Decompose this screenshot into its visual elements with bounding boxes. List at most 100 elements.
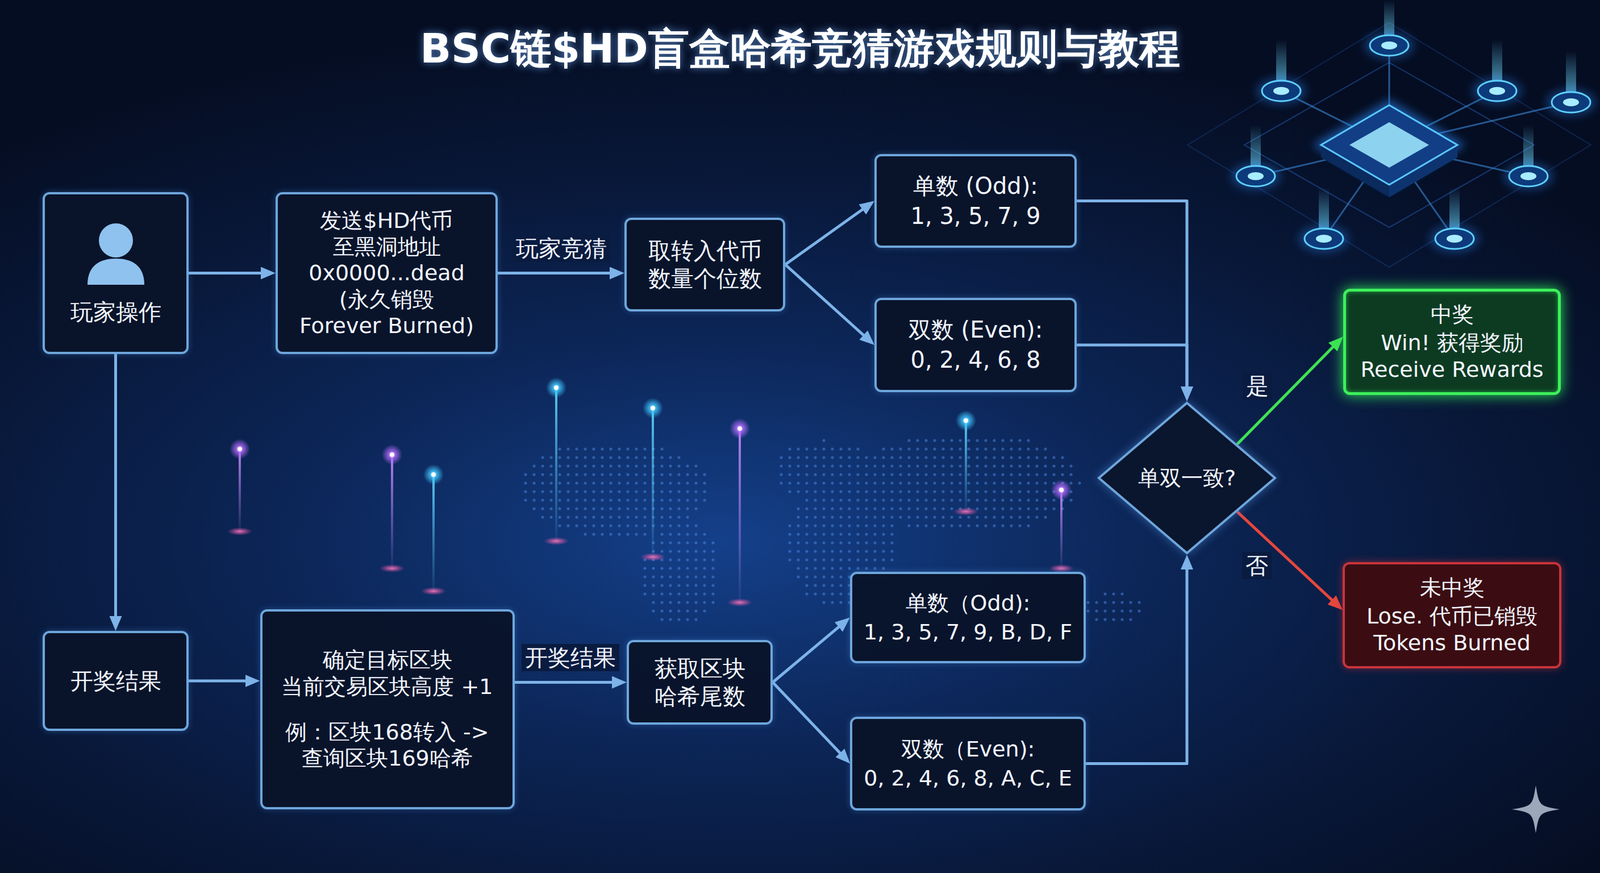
map-dot: [984, 481, 987, 485]
map-dot: [1103, 617, 1107, 621]
map-dot: [864, 498, 868, 502]
map-dot: [856, 489, 860, 493]
map-dot: [1043, 498, 1047, 502]
map-dot: [668, 523, 672, 527]
map-dot: [822, 566, 825, 570]
map-dot: [813, 506, 817, 510]
map-dot: [600, 523, 604, 527]
map-dot: [864, 506, 868, 510]
map-dot: [634, 523, 638, 527]
map-dot: [839, 498, 843, 502]
map-dot: [873, 498, 877, 502]
map-dot: [1035, 515, 1039, 519]
map-dot: [694, 600, 698, 604]
pillar-glow: [955, 410, 977, 431]
map-dot: [950, 489, 953, 493]
map-dot: [958, 489, 962, 493]
map-dot: [975, 472, 979, 476]
map-dot: [668, 592, 672, 595]
map-dot: [668, 464, 672, 468]
map-dot: [881, 566, 885, 570]
map-dot: [898, 515, 902, 519]
map-dot: [907, 498, 911, 502]
map-dot: [1086, 600, 1090, 604]
map-dot: [557, 523, 561, 527]
map-dot: [694, 498, 698, 502]
process-box: 确定目标区块 当前交易区块高度 +1例：区块168转入 -> 查询区块169哈希: [260, 609, 515, 810]
map-dot: [685, 532, 689, 536]
map-dot: [660, 498, 664, 502]
light-pillar: [379, 444, 405, 573]
map-dot: [592, 515, 595, 519]
map-dot: [992, 498, 996, 502]
map-dot: [557, 498, 561, 502]
network-node: [1256, 39, 1307, 105]
map-dot: [583, 523, 587, 527]
map-dot: [592, 455, 595, 459]
map-dot: [600, 472, 604, 476]
map-dot: [796, 481, 800, 485]
map-dot: [941, 438, 945, 442]
map-dot: [1035, 472, 1039, 476]
map-dot: [557, 447, 561, 450]
map-dot: [609, 472, 612, 476]
map-dot: [1052, 464, 1056, 468]
map-dot: [643, 481, 647, 485]
map-dot: [984, 464, 987, 468]
map-dot: [924, 523, 928, 527]
map-dot: [617, 532, 621, 536]
map-dot: [1052, 472, 1056, 476]
map-dot: [1043, 515, 1047, 519]
map-dot: [660, 549, 664, 553]
map-dot: [975, 515, 979, 519]
map-dot: [677, 557, 681, 561]
map-dot: [1137, 600, 1141, 604]
map-dot: [873, 523, 877, 527]
map-dot: [668, 455, 672, 459]
map-dot: [643, 472, 647, 476]
map-dot: [813, 489, 817, 493]
map-dot: [651, 583, 655, 587]
map-dot: [592, 472, 595, 476]
map-dot: [1111, 600, 1115, 604]
map-dot: [967, 489, 970, 493]
pillar-glow: [729, 418, 750, 439]
map-dot: [634, 447, 638, 450]
map-dot: [830, 583, 834, 587]
map-dot: [898, 472, 902, 476]
map-dot: [984, 515, 987, 519]
map-dot: [702, 472, 706, 476]
node-text: 1, 3, 5, 7, 9: [910, 202, 1041, 231]
process-box: 取转入代币 数量个位数: [624, 217, 786, 312]
map-dot: [822, 438, 825, 442]
map-dot: [677, 498, 681, 502]
map-dot: [932, 455, 936, 459]
map-dot: [839, 515, 843, 519]
map-dot: [643, 455, 647, 459]
map-dot: [668, 540, 672, 544]
map-dot: [822, 592, 825, 595]
map-dot: [660, 481, 664, 485]
map-dot: [958, 498, 962, 502]
map-dot: [839, 557, 843, 561]
map-dot: [677, 489, 681, 493]
map-dot: [609, 447, 612, 450]
map-dot: [805, 557, 808, 561]
map-dot: [822, 523, 825, 527]
map-dot: [941, 523, 945, 527]
map-dot: [540, 506, 544, 510]
map-dot: [702, 592, 706, 595]
light-pillar: [953, 410, 979, 516]
map-dot: [592, 532, 595, 536]
process-box: 单数（Odd):1, 3, 5, 7, 9, B, D, F: [850, 571, 1086, 664]
chip-top: [1321, 105, 1458, 185]
map-dot: [907, 489, 911, 493]
map-dot: [881, 506, 885, 510]
map-dot: [864, 557, 868, 561]
map-dot: [788, 557, 791, 561]
map-dot: [915, 515, 919, 519]
light-pillar: [1048, 479, 1074, 573]
map-dot: [847, 506, 851, 510]
map-dot: [984, 438, 987, 442]
map-dot: [950, 498, 953, 502]
